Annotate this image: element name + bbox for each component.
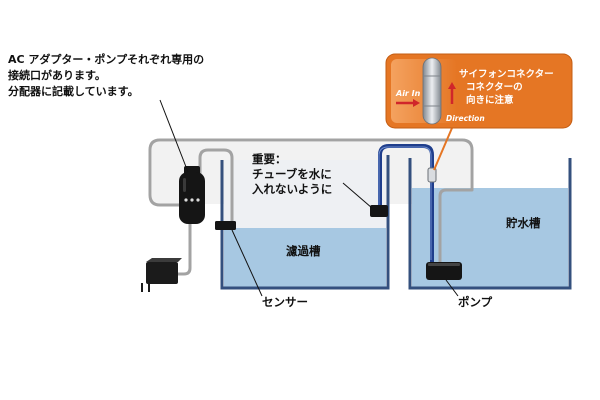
direction-arrow-icon <box>448 82 456 104</box>
filter-tank-label: 濾過槽 <box>286 244 321 258</box>
callout-leader-line <box>433 127 453 171</box>
siphon-connector-callout: Air In Direction サイフォンコネクター コネクターの 向きに注意 <box>385 53 573 171</box>
main-cable <box>148 138 474 262</box>
callout-line-2: コネクターの <box>466 81 523 93</box>
callout-line-3: 向きに注意 <box>466 94 514 106</box>
siphon-tube-highlight <box>378 146 432 260</box>
pump-label: ポンプ <box>458 295 493 309</box>
filter-tank-air-space <box>224 160 386 228</box>
siphon-connector <box>427 167 437 183</box>
air-in-label: Air In <box>395 89 421 98</box>
warning-leader-line <box>342 182 373 209</box>
filter-tank-water <box>224 228 386 287</box>
air-in-arrow-icon <box>396 99 420 107</box>
sensor-cable <box>198 148 234 222</box>
reservoir-tank-outline <box>408 158 572 290</box>
sensor <box>215 221 236 230</box>
note-line-2: 接続口があります。 <box>8 68 106 82</box>
direction-label: Direction <box>446 114 485 123</box>
distributor <box>179 166 205 224</box>
callout-line-1: サイフォンコネクター <box>459 68 554 80</box>
reservoir-tank-label: 貯水槽 <box>506 216 541 230</box>
pump <box>426 262 462 280</box>
tube-clip <box>370 205 388 217</box>
warning-line-1: チューブを水に <box>252 167 332 181</box>
siphon-tube <box>378 144 434 262</box>
warning-line-2: 入れないように <box>252 182 332 196</box>
ac-adapter <box>141 258 182 292</box>
pump-leader-line <box>445 279 459 297</box>
sensor-leader-line <box>231 229 263 297</box>
connector-pill-icon <box>422 57 442 125</box>
note-line-3: 分配器に記載しています。 <box>8 84 139 98</box>
warning-heading: 重要： <box>252 152 287 166</box>
sensor-label: センサー <box>262 295 308 309</box>
note-leader-line <box>159 99 189 173</box>
adapter-cable <box>178 224 192 276</box>
note-line-1: AC アダプター・ポンプそれぞれ専用の <box>8 52 204 66</box>
pump-top-edge <box>428 263 460 266</box>
